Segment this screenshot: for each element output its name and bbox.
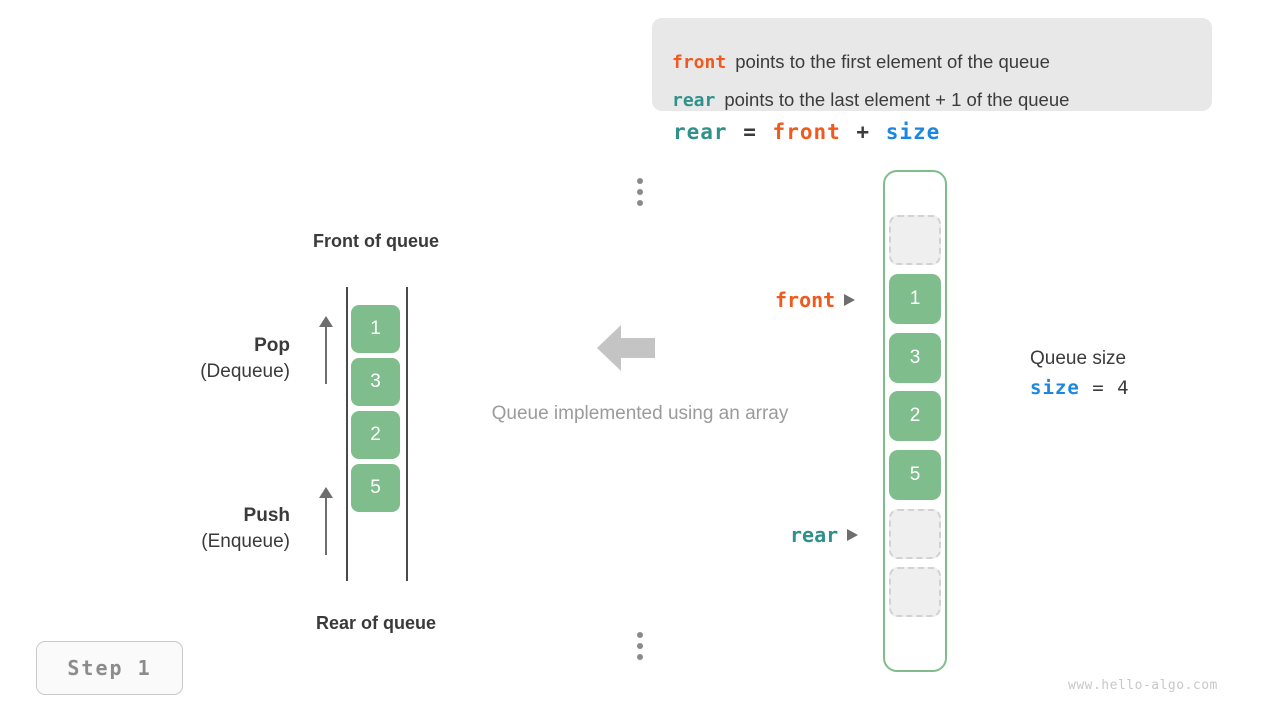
array-slot: 1 — [889, 274, 941, 324]
front-pointer: front — [775, 288, 856, 312]
equation-front-term: front — [772, 120, 841, 144]
array-slot — [889, 215, 941, 265]
pointer-arrow-right-icon — [844, 294, 856, 306]
equation-size-term: size — [885, 120, 941, 144]
pop-title: Pop — [254, 335, 290, 356]
arrow-left-icon — [597, 325, 655, 371]
pop-operation-label: Pop (Dequeue) — [170, 333, 290, 385]
queue-rail-left — [346, 287, 348, 581]
array-slot: 3 — [889, 333, 941, 383]
pointer-definitions-panel: front points to the first element of the … — [652, 18, 1212, 111]
rear-definition-line: rear points to the last element + 1 of th… — [672, 89, 1069, 111]
front-of-queue-label: Front of queue — [313, 231, 439, 251]
array-slot: 5 — [889, 450, 941, 500]
rear-equation: rear = front + size — [672, 120, 941, 144]
front-definition-text: points to the first element of the queue — [735, 51, 1050, 72]
rear-definition-text: points to the last element + 1 of the qu… — [724, 89, 1070, 110]
front-pointer-label: front — [775, 288, 836, 312]
push-operation-label: Push (Enqueue) — [170, 503, 290, 555]
step-badge: Step 1 — [36, 641, 183, 695]
array-slot: 2 — [889, 391, 941, 441]
push-arrow-up-icon — [319, 487, 333, 555]
array-slot — [889, 509, 941, 559]
equation-plus-sign: + — [856, 120, 871, 144]
queue-size-annotation: Queue size size = 4 — [1030, 345, 1130, 403]
pointer-arrow-right-icon — [847, 529, 859, 541]
vertical-ellipsis-icon — [637, 632, 643, 660]
queue-element: 3 — [351, 358, 400, 406]
equation-rear-term: rear — [673, 120, 728, 144]
pop-subtitle: (Dequeue) — [200, 361, 290, 382]
rear-of-queue-label: Rear of queue — [315, 613, 437, 633]
queue-rail-right — [406, 287, 408, 581]
push-title: Push — [243, 505, 290, 526]
queue-element: 2 — [351, 411, 400, 459]
size-expression: = 4 — [1079, 377, 1130, 399]
size-keyword: size — [1030, 377, 1080, 399]
queue-element: 5 — [351, 464, 400, 512]
rear-pointer: rear — [790, 523, 859, 547]
array-slot — [889, 567, 941, 617]
pop-arrow-up-icon — [319, 316, 333, 384]
queue-size-value: size = 4 — [1030, 373, 1130, 403]
queue-size-caption: Queue size — [1030, 348, 1127, 369]
equation-equals-sign: = — [743, 120, 757, 144]
push-subtitle: (Enqueue) — [201, 531, 290, 552]
front-definition-line: front points to the first element of the … — [672, 51, 1050, 73]
rear-keyword: rear — [672, 90, 716, 111]
center-caption: Queue implemented using an array — [491, 403, 789, 424]
front-keyword: front — [672, 52, 727, 73]
vertical-ellipsis-icon — [637, 178, 643, 206]
rear-pointer-label: rear — [790, 523, 839, 547]
watermark: www.hello-algo.com — [1068, 678, 1218, 693]
queue-element: 1 — [351, 305, 400, 353]
